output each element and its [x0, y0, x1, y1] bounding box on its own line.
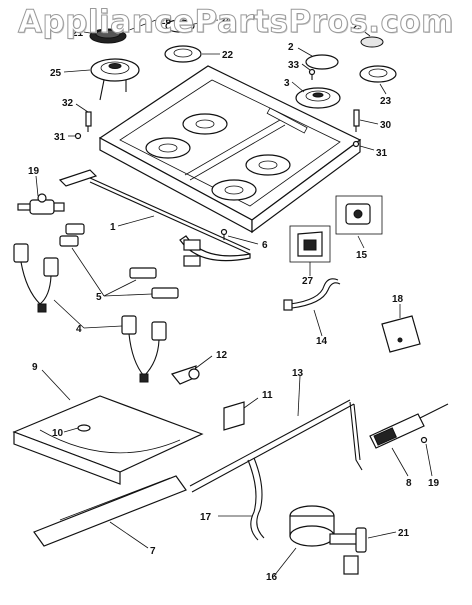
- callout-29: 27: [302, 276, 314, 287]
- gas-hose-14: [283, 278, 341, 311]
- tube-17: [247, 457, 265, 541]
- callout-19: 19: [428, 478, 440, 489]
- clip-10: [77, 424, 91, 432]
- pressure-regulator-16: [289, 505, 361, 575]
- bracket-29: [289, 225, 331, 263]
- callout-30: 30: [380, 120, 392, 131]
- orifice-holder-12: [170, 365, 200, 385]
- callout-21-top: 21: [72, 28, 84, 39]
- manifold-bracket: [58, 169, 251, 267]
- screw-33: [308, 68, 316, 80]
- callout-6: 6: [262, 240, 268, 251]
- callout-3: 3: [284, 78, 290, 89]
- spacer-11: [223, 401, 245, 431]
- callout-31-right: 31: [376, 148, 388, 159]
- callout-labels: 26 21 24 22 25 32 31 2 23 33 3 23 30 31 …: [28, 16, 440, 583]
- callout-18: 18: [392, 294, 404, 305]
- burner-head-3: [295, 87, 341, 109]
- callout-33: 33: [288, 60, 300, 71]
- manifold-tube-13: [189, 399, 363, 493]
- callout-9: 9: [32, 362, 38, 373]
- regulator-18: [381, 315, 421, 353]
- screw-19: [420, 436, 428, 444]
- callout-15: 15: [356, 250, 368, 261]
- callout-32: 32: [62, 98, 74, 109]
- callout-24: 23: [352, 22, 364, 33]
- igniter-switch-8: [369, 403, 449, 449]
- valve-20: [17, 193, 65, 215]
- burner-head-22: [164, 45, 202, 63]
- callout-23: 23: [380, 96, 392, 107]
- callout-27: 26: [160, 16, 172, 27]
- electrode-30: [353, 109, 360, 132]
- fitting-21: [355, 527, 367, 553]
- callout-7: 7: [150, 546, 156, 557]
- burner-head-26: [90, 58, 140, 101]
- screw-31-right: [352, 140, 360, 148]
- callout-22: 22: [222, 50, 234, 61]
- callout-14: 14: [316, 336, 328, 347]
- callout-4: 4: [76, 324, 82, 335]
- callout-11: 11: [262, 390, 273, 401]
- burner-cap-24: [360, 36, 384, 48]
- callout-20: 19: [28, 166, 40, 177]
- callout-21: 21: [398, 528, 410, 539]
- switch-harness-4-lower: [121, 315, 167, 383]
- switch-harness-4-upper: [13, 243, 59, 313]
- electrode-32: [85, 111, 92, 132]
- screw-31-left: [74, 132, 82, 140]
- cooktop-burner-box: [98, 65, 362, 234]
- callout-2: 2: [288, 42, 294, 53]
- callout-12: 12: [216, 350, 228, 361]
- callout-13: 13: [292, 368, 304, 379]
- callout-16: 16: [266, 572, 278, 583]
- callout-1: 1: [110, 222, 116, 233]
- burner-cap-2: [305, 54, 339, 70]
- callout-31-left: 31: [54, 132, 66, 143]
- callout-8: 8: [406, 478, 412, 489]
- callout-25: 24: [220, 16, 232, 27]
- heat-shield-9: [12, 395, 204, 485]
- callout-5: 5: [96, 292, 102, 303]
- callout-17: 17: [200, 512, 212, 523]
- valves-5: [59, 223, 179, 299]
- burner-cap-25: [165, 19, 195, 33]
- burner-cap-27: [89, 28, 127, 44]
- valve-15: [335, 195, 383, 235]
- leader-lines: [35, 19, 433, 577]
- burner-head-23: [359, 65, 397, 83]
- callout-10: 10: [52, 428, 64, 439]
- watermark: AppliancePartsPros.com: [18, 4, 454, 41]
- screw-6: [220, 228, 228, 240]
- callout-26: 25: [50, 68, 62, 79]
- burner-tube-7: [33, 475, 187, 547]
